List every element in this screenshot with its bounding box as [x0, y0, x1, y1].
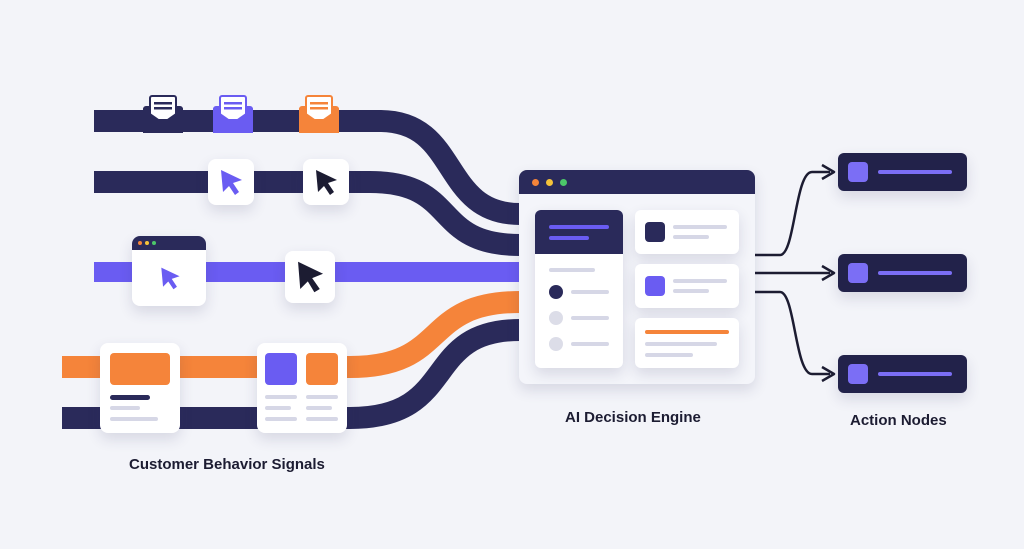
envelope-icon	[143, 95, 183, 133]
product-card-icon	[257, 343, 347, 433]
product-text-line	[265, 395, 297, 399]
option-line	[571, 316, 609, 320]
envelope-icon	[213, 95, 253, 133]
action-node	[838, 254, 967, 292]
panel-highlight-line	[645, 330, 729, 334]
product-text-line	[110, 406, 140, 410]
cursor-icon	[221, 170, 242, 195]
engine-titlebar	[519, 170, 755, 194]
radio-dot	[549, 337, 563, 351]
ai-engine-window	[519, 170, 755, 384]
window-dot	[145, 241, 149, 245]
panel-line	[673, 235, 709, 239]
action-node-line	[878, 271, 952, 275]
product-text-line	[110, 417, 158, 421]
cursor-icon	[161, 267, 180, 290]
product-text-line	[265, 417, 297, 421]
browser-window-card	[132, 236, 206, 306]
arrowhead-top-icon	[821, 163, 836, 181]
panel-square	[645, 276, 665, 296]
engine-panel	[635, 264, 739, 308]
window-dot	[138, 241, 142, 245]
panel-line	[673, 279, 727, 283]
option-line	[571, 290, 609, 294]
product-text-line	[306, 406, 332, 410]
product-text-line	[265, 406, 291, 410]
product-text-line	[306, 417, 338, 421]
product-flow-orange	[62, 291, 521, 378]
browser-titlebar	[132, 236, 206, 250]
connector-bottom	[755, 290, 830, 376]
sidebar-header-line	[549, 225, 609, 229]
engine-panel	[635, 318, 739, 368]
cursor-icon	[298, 261, 324, 293]
product-image	[110, 353, 170, 385]
radio-dot	[549, 311, 563, 325]
panel-line	[673, 225, 727, 229]
click-card	[303, 159, 349, 205]
envelope-icon	[299, 95, 339, 133]
window-dot	[532, 179, 539, 186]
product-text-line	[306, 395, 338, 399]
action-node-square	[848, 364, 868, 384]
window-dot	[560, 179, 567, 186]
product-image	[306, 353, 338, 385]
signals-label: Customer Behavior Signals	[129, 456, 325, 473]
action-node-line	[878, 170, 952, 174]
sidebar-header	[535, 210, 623, 254]
email-flow	[94, 110, 521, 225]
engine-label: AI Decision Engine	[565, 409, 701, 426]
product-card-icon	[100, 343, 180, 433]
engine-panel	[635, 210, 739, 254]
product-image	[265, 353, 297, 385]
sidebar-text-line	[549, 268, 595, 272]
panel-line	[673, 289, 709, 293]
arrowhead-bottom-icon	[821, 365, 836, 383]
action-node-line	[878, 372, 952, 376]
click-card	[208, 159, 254, 205]
window-dot	[152, 241, 156, 245]
radio-dot	[549, 285, 563, 299]
action-node	[838, 355, 967, 393]
window-dot	[546, 179, 553, 186]
product-title-line	[110, 395, 150, 400]
actions-label: Action Nodes	[850, 412, 947, 429]
product-flow-navy	[62, 319, 521, 429]
panel-line	[645, 342, 717, 346]
click-card	[285, 251, 335, 303]
click-flow	[94, 171, 521, 256]
cursor-icon	[316, 170, 337, 195]
sidebar-header-line	[549, 236, 589, 240]
connector-top	[755, 170, 830, 257]
panel-line	[645, 353, 693, 357]
engine-sidebar	[535, 210, 623, 368]
action-node-square	[848, 162, 868, 182]
arrowhead-mid-icon	[821, 264, 836, 282]
option-line	[571, 342, 609, 346]
action-node	[838, 153, 967, 191]
panel-square	[645, 222, 665, 242]
action-node-square	[848, 263, 868, 283]
